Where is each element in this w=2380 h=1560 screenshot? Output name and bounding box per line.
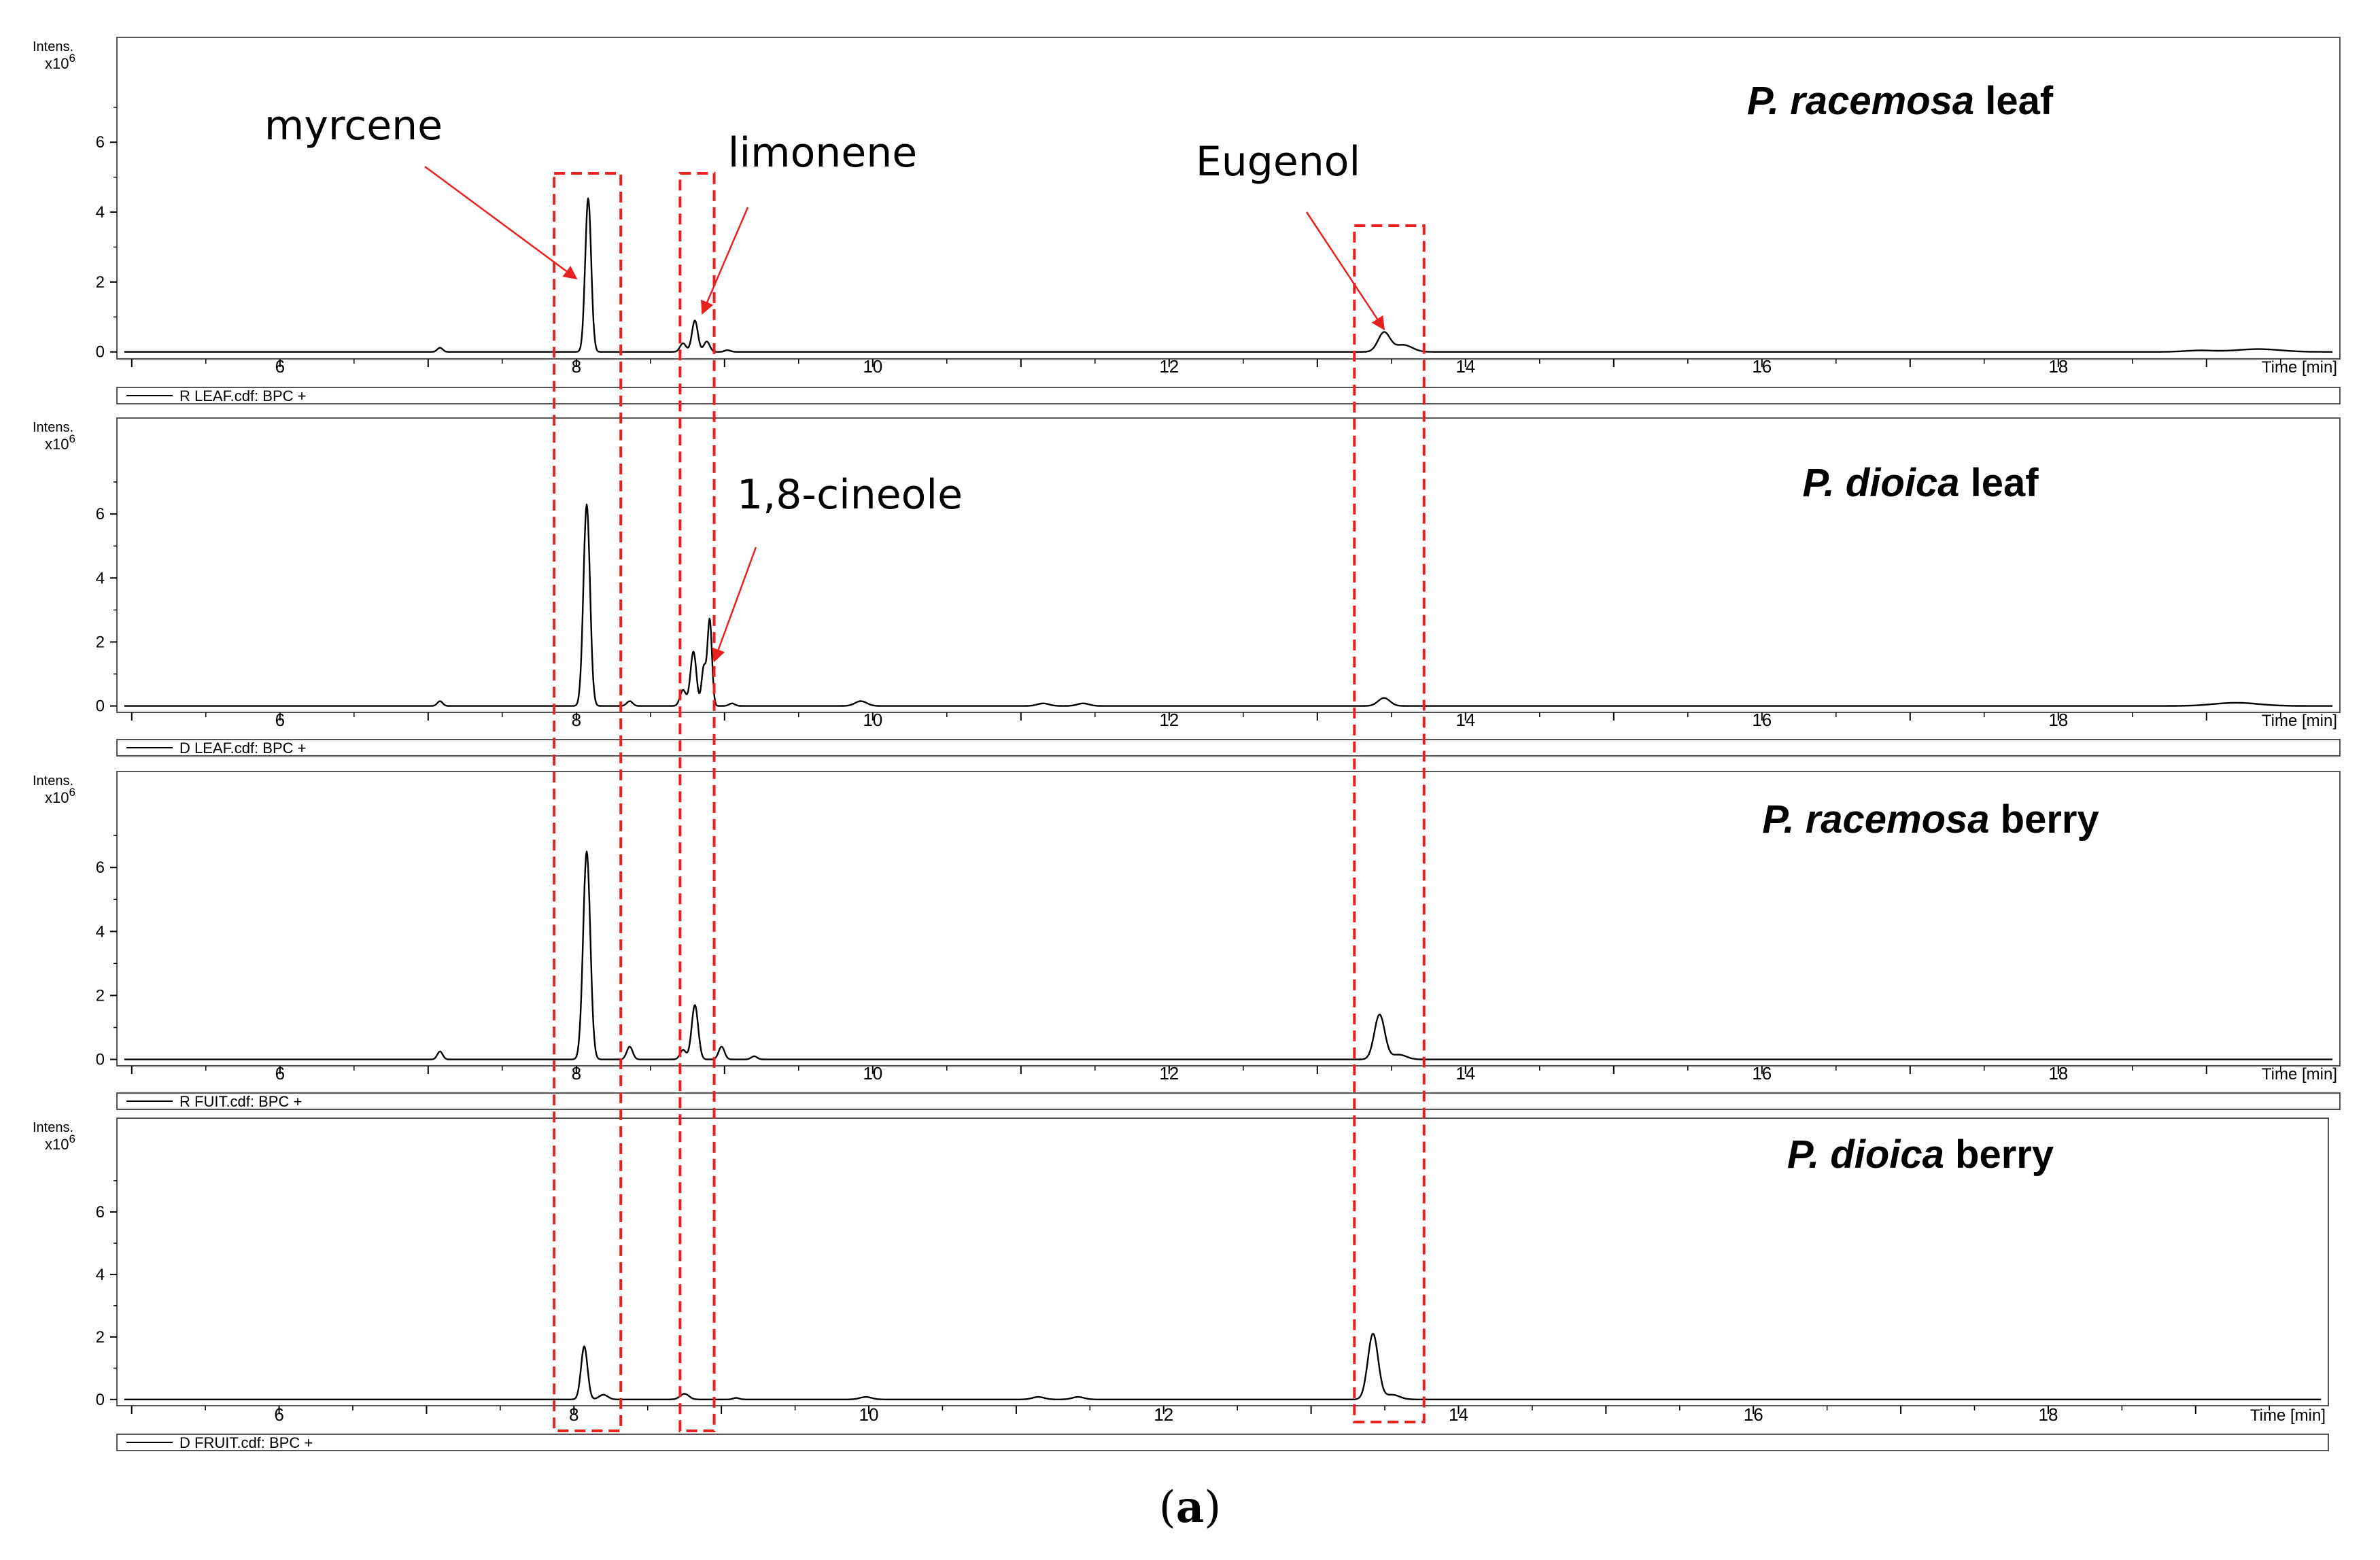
y-tick-label: 4	[96, 1266, 105, 1284]
caption-open: (	[1158, 1483, 1176, 1533]
x-tick-label: 12	[1159, 356, 1179, 377]
x-axis-label: Time [min]	[2262, 358, 2337, 377]
x-tick-label: 8	[572, 710, 581, 730]
plot-frame	[116, 771, 2341, 1067]
highlight-boxes	[553, 172, 1426, 1432]
annotation-arrow	[700, 207, 749, 315]
chromatogram-trace	[124, 503, 2333, 707]
legend-label: R FUIT.cdf: BPC +	[179, 1093, 302, 1110]
y-tick-label: 6	[96, 505, 105, 523]
y-tick-label: 4	[96, 922, 105, 941]
x-axis-label: Time [min]	[2262, 1065, 2337, 1084]
x-tick-label: 16	[1752, 710, 1772, 730]
chromatogram-trace	[124, 197, 2333, 353]
panel-title: P. racemosa leaf	[1747, 79, 2054, 123]
x-tick-label: 8	[572, 356, 581, 377]
y-tick-label: 0	[96, 1051, 105, 1069]
plot-frame	[116, 37, 2341, 360]
x-tick-label: 14	[1455, 1063, 1475, 1084]
annotation-arrow	[1305, 211, 1385, 330]
highlight-box-limonene	[678, 172, 716, 1432]
chromatogram-panel-3: Intens.x106 0 2 4 6 6 8 10 12 14 16 18 Time [min] R F…	[33, 771, 2341, 1110]
plot-frame	[116, 417, 2341, 713]
x-tick-label: 8	[572, 1063, 581, 1084]
x-tick-label: 8	[569, 1404, 579, 1425]
legend-box	[116, 1434, 2329, 1451]
y-axis-unit: x106	[45, 432, 75, 453]
highlight-box-eugenol	[1353, 224, 1426, 1423]
y-tick-label: 2	[96, 1328, 105, 1347]
legend-label: R LEAF.cdf: BPC +	[179, 387, 306, 404]
y-axis-label: Intens.	[33, 420, 73, 435]
y-tick-label: 4	[96, 203, 105, 222]
figure-caption: (a)	[0, 1482, 2380, 1533]
y-tick-label: 6	[96, 859, 105, 877]
y-tick-label: 0	[96, 343, 105, 362]
x-tick-label: 14	[1455, 710, 1475, 730]
y-tick-label: 6	[96, 1203, 105, 1221]
legend-box	[116, 739, 2341, 757]
y-axis-unit: x106	[45, 52, 75, 72]
y-tick-label: 0	[96, 1391, 105, 1409]
y-axis-label: Intens.	[33, 39, 73, 54]
panel-title: P. dioica berry	[1787, 1132, 2054, 1177]
legend-box	[116, 1092, 2341, 1110]
x-tick-label: 18	[2048, 710, 2068, 730]
caption-close: )	[1204, 1483, 1222, 1533]
peak-annotation: 1,8-cineole	[737, 471, 963, 519]
chromatogram-panel-4: Intens.x106 0 2 4 6 6 8 10 12 14 16 18 Time [min] D F…	[33, 1117, 2329, 1451]
x-tick-label: 10	[859, 1404, 879, 1425]
y-tick-label: 0	[96, 697, 105, 716]
peak-annotation: limonene	[728, 129, 917, 177]
x-tick-label: 10	[863, 356, 882, 377]
x-tick-label: 6	[274, 1404, 283, 1425]
y-tick-label: 4	[96, 569, 105, 587]
x-tick-label: 16	[1752, 1063, 1772, 1084]
peak-annotation: myrcene	[264, 102, 443, 150]
x-tick-label: 14	[1449, 1404, 1468, 1425]
peak-annotation: Eugenol	[1196, 138, 1360, 186]
legend-label: D FRUIT.cdf: BPC +	[179, 1434, 313, 1451]
x-tick-label: 18	[2048, 1063, 2068, 1084]
y-axis-unit: x106	[45, 786, 75, 806]
x-tick-label: 16	[1744, 1404, 1763, 1425]
y-axis-label: Intens.	[33, 774, 73, 788]
highlight-box-myrcene	[553, 172, 623, 1432]
panel-title: P. dioica leaf	[1802, 461, 2039, 505]
y-tick-label: 2	[96, 273, 105, 292]
y-tick-label: 6	[96, 133, 105, 152]
panel-title: P. racemosa berry	[1762, 797, 2099, 842]
x-tick-label: 12	[1159, 710, 1179, 730]
y-tick-label: 2	[96, 633, 105, 651]
chromatogram-trace	[124, 850, 2333, 1060]
x-tick-label: 6	[275, 1063, 285, 1084]
annotation-arrow	[712, 547, 757, 663]
x-tick-label: 10	[863, 1063, 882, 1084]
x-tick-label: 18	[2038, 1404, 2058, 1425]
chromatogram-trace	[124, 1332, 2322, 1401]
x-tick-label: 14	[1455, 356, 1475, 377]
legend-box	[116, 387, 2341, 404]
y-tick-label: 2	[96, 986, 105, 1005]
x-tick-label: 10	[863, 710, 882, 730]
y-axis-label: Intens.	[33, 1120, 73, 1135]
legend-label: D LEAF.cdf: BPC +	[179, 740, 306, 757]
x-tick-label: 6	[275, 710, 285, 730]
annotation-arrow	[424, 165, 578, 279]
caption-letter: a	[1175, 1482, 1205, 1533]
x-tick-label: 6	[275, 356, 285, 377]
x-axis-label: Time [min]	[2262, 712, 2337, 730]
x-tick-label: 18	[2048, 356, 2068, 377]
x-tick-label: 12	[1159, 1063, 1179, 1084]
x-tick-label: 16	[1752, 356, 1772, 377]
x-tick-label: 12	[1154, 1404, 1173, 1425]
plot-frame	[116, 1117, 2329, 1406]
x-axis-label: Time [min]	[2250, 1406, 2326, 1425]
chromatogram-panel-1: Intens.x106 0 2 4 6 6 8 10 12 14 16 18 Time [min] R L…	[33, 37, 2341, 404]
y-axis-unit: x106	[45, 1132, 75, 1153]
chromatogram-panel-2: Intens.x106 0 2 4 6 6 8 10 12 14 16 18 Time [min] D L…	[33, 417, 2341, 757]
